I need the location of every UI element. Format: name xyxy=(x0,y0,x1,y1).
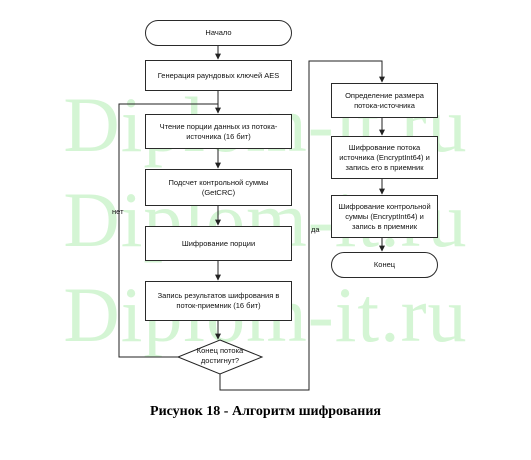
encrypt-portion-process: Шифрование порции xyxy=(145,226,292,261)
end-terminal: Конец xyxy=(331,252,438,278)
label-yes: да xyxy=(311,225,320,234)
determine-size-label: Определение размера потока-источника xyxy=(345,90,424,110)
checksum-process: Подсчет контрольной суммы (GetCRC) xyxy=(145,169,292,206)
generate-keys-process: Генерация раундовых ключей AES xyxy=(145,60,292,91)
read-portion-label: Чтение порции данных из потока-источника… xyxy=(159,121,278,141)
read-portion-process: Чтение порции данных из потока-источника… xyxy=(145,114,292,149)
figure-caption: Рисунок 18 - Алгоритм шифрования xyxy=(150,404,381,419)
decision-label: Конец потока достигнут? xyxy=(196,346,244,365)
write-result-label: Запись результатов шифрования в поток-пр… xyxy=(157,291,280,310)
encrypt-checksum-label: Шифрование контрольной суммы (EncryptInt… xyxy=(338,201,431,231)
encrypt-source-label: Шифрование потока источника (EncryptInt6… xyxy=(339,142,430,172)
write-result-process: Запись результатов шифрования в поток-пр… xyxy=(145,281,292,321)
label-no: нет xyxy=(112,207,124,216)
generate-keys-label: Генерация раундовых ключей AES xyxy=(157,70,280,80)
end-label: Конец xyxy=(373,260,396,269)
encrypt-source-process: Шифрование потока источника (EncryptInt6… xyxy=(331,136,438,179)
loop-no xyxy=(118,103,218,358)
start-label: Начало xyxy=(205,28,232,37)
determine-size-process: Определение размера потока-источника xyxy=(331,83,438,118)
encrypt-portion-label: Шифрование порции xyxy=(181,238,256,248)
checksum-label: Подсчет контрольной суммы (GetCRC) xyxy=(168,177,269,197)
arrow-yes xyxy=(219,60,385,391)
encrypt-checksum-process: Шифрование контрольной суммы (EncryptInt… xyxy=(331,195,438,238)
start-terminal: Начало xyxy=(145,20,292,46)
